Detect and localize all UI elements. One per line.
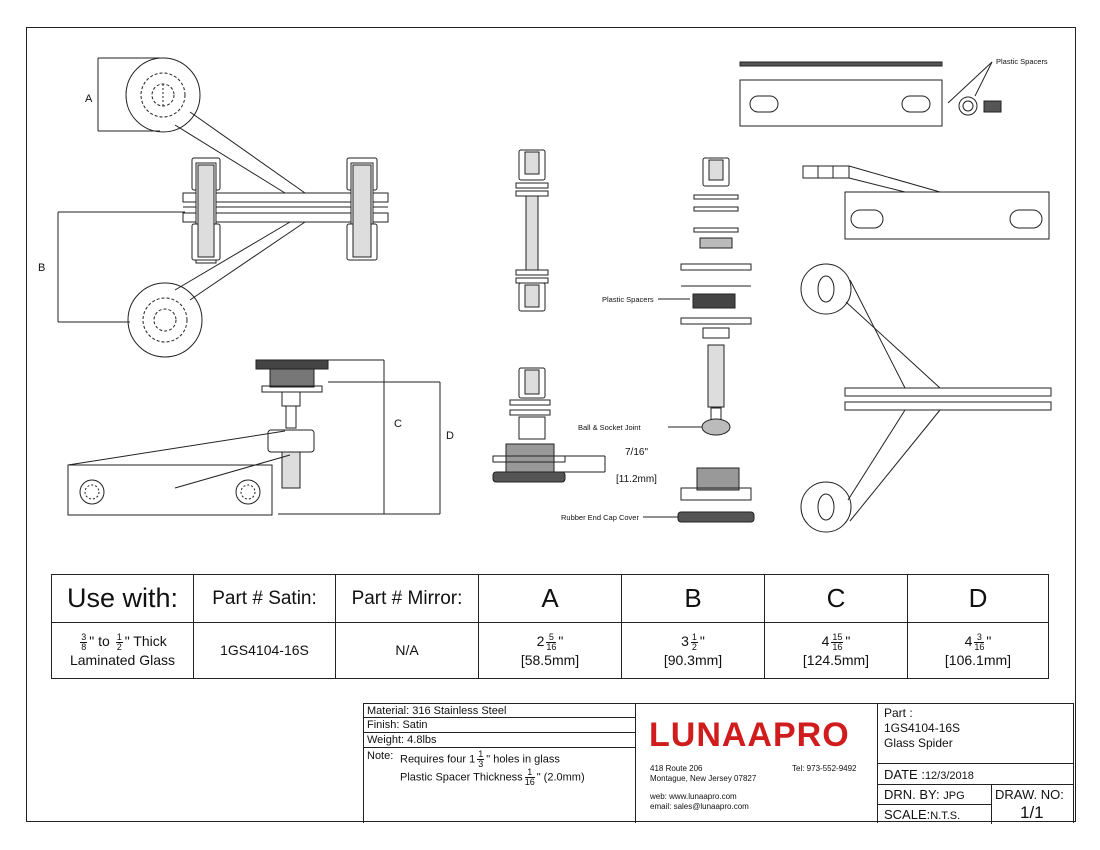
cell-part-mirror: N/A: [335, 622, 479, 679]
address-line-2: Montague, New Jersey 07827: [650, 774, 757, 783]
plate-and-spacers-view: [739, 61, 1002, 127]
company-logo: LUNAAPRO: [649, 716, 850, 754]
title-block-part-info: Part : 1GS4104-16S Glass Spider DATE :12…: [877, 703, 1074, 824]
note-label: Note:: [367, 750, 394, 762]
header-part-mirror: Part # Mirror:: [335, 574, 479, 623]
spider-plan-view: [57, 57, 389, 358]
header-b: B: [621, 574, 765, 623]
draw-no-label: DRAW. NO:: [995, 787, 1064, 802]
dim-label-a: A: [85, 93, 93, 105]
weight-text: Weight: 4.8lbs: [364, 733, 635, 748]
bolt-assembly-lower-view: [492, 367, 606, 483]
callout-ball-socket: Ball & Socket Joint: [578, 423, 641, 432]
bolt-assembly-view: [515, 149, 549, 312]
callout-plastic-spacers-mid: Plastic Spacers: [602, 295, 654, 304]
header-d: D: [907, 574, 1049, 623]
callout-plastic-spacers-top: Plastic Spacers: [996, 57, 1048, 66]
header-a: A: [478, 574, 622, 623]
title-block-notes: Material: 316 Stainless Steel Finish: Sa…: [363, 703, 636, 823]
arm-side-view: [802, 165, 1050, 240]
address-line-1: 418 Route 206: [650, 764, 703, 773]
callout-rubber-cap: Rubber End Cap Cover: [561, 513, 639, 522]
dim-metric-text: [11.2mm]: [616, 474, 657, 485]
dim-label-d: D: [446, 430, 454, 442]
phone-text: Tel: 973-552-9492: [792, 764, 857, 773]
dim-label-c: C: [394, 418, 402, 430]
header-c: C: [764, 574, 908, 623]
spec-table: Use with: Part # Satin: Part # Mirror: A…: [51, 574, 1049, 679]
part-number: 1GS4104-16S: [884, 721, 961, 735]
spider-side-view: [67, 359, 441, 516]
finish-text: Finish: Satin: [364, 718, 635, 733]
dim-label-b: B: [38, 262, 46, 274]
draw-no-value: 1/1: [1020, 803, 1044, 822]
cell-part-satin: 1GS4104-16S: [193, 622, 336, 679]
dim-imperial-text: 7/16": [625, 447, 649, 458]
spec-table-header-row: Use with: Part # Satin: Part # Mirror: A…: [51, 574, 1049, 623]
scale-row: SCALE:N.T.S.: [878, 805, 992, 824]
date-row: DATE :12/3/2018: [878, 763, 1073, 785]
header-use-with: Use with:: [51, 574, 194, 623]
email-text: email: sales@lunaapro.com: [650, 802, 749, 811]
part-label: Part :: [884, 706, 913, 720]
drawn-by-row: DRN. BY: JPG: [878, 785, 992, 805]
part-info: Part : 1GS4104-16S Glass Spider: [884, 706, 960, 751]
arm-plan-view: [800, 263, 1052, 533]
drawing-sheet-border: [26, 27, 1076, 822]
exploded-assembly-view: [677, 157, 755, 523]
part-name: Glass Spider: [884, 736, 953, 750]
header-part-satin: Part # Satin:: [193, 574, 336, 623]
material-text: Material: 316 Stainless Steel: [364, 704, 635, 718]
title-block-company: LUNAAPRO 418 Route 206 Montague, New Jer…: [635, 703, 878, 823]
web-text: web: www.lunaapro.com: [650, 792, 737, 801]
